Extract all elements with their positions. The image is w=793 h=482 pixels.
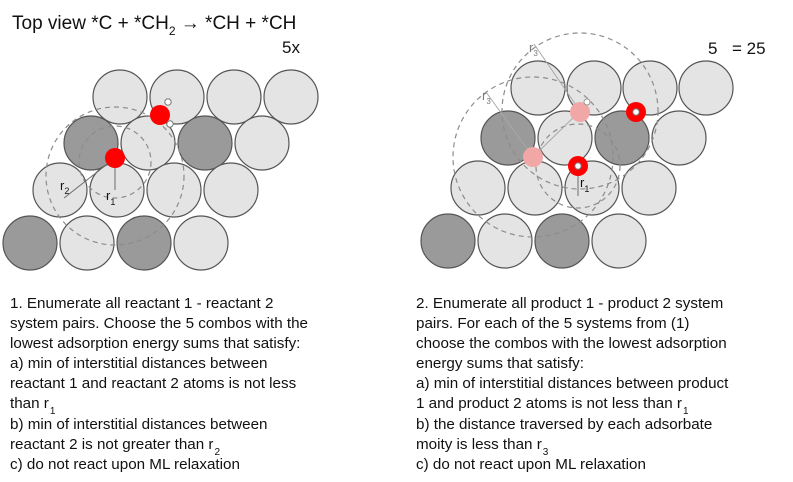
surface-atom: [173, 215, 229, 271]
left-line-9: c) do not react upon ML relaxation: [10, 455, 240, 473]
r3-label-upper: r3: [529, 40, 538, 58]
r1-label: r1: [106, 188, 115, 207]
surface-atom: [146, 162, 202, 218]
adsorbate-faded: [570, 102, 590, 122]
adsorbate-ch2: [150, 105, 170, 125]
hydrogen-atom: [164, 98, 172, 106]
right-multiplier-b: = 25: [732, 39, 766, 58]
right-line-4: energy sums that satisfy:: [416, 355, 584, 373]
hydrogen-atom: [574, 162, 582, 170]
right-line-2: pairs. For each of the 5 systems from (1…: [416, 315, 690, 333]
r3-line-upper: [533, 43, 581, 112]
left-instructions: 1. Enumerate all reactant 1 - reactant 2…: [10, 294, 308, 475]
radius-circle-r2: [45, 106, 185, 246]
radius-circle-r1: [78, 125, 152, 199]
left-line-2: system pairs. Choose the 5 combos with t…: [10, 315, 308, 333]
surface-atom-dark: [2, 215, 58, 271]
r1-label-right: r1: [580, 175, 589, 194]
right-line-6: 1 and product 2 atoms is not less than r…: [416, 395, 689, 418]
surface-atom: [591, 213, 647, 269]
left-line-8: reactant 2 is not greater than r2: [10, 435, 221, 458]
surface-atom: [203, 162, 259, 218]
surface-atom: [621, 160, 677, 216]
r2-label: r2: [60, 178, 69, 196]
radius-circle-r3-large: [452, 76, 614, 238]
right-line-1: 2. Enumerate all product 1 - product 2 s…: [416, 295, 724, 312]
surface-atom-dark: [116, 215, 172, 271]
traverse-line: [532, 110, 581, 158]
right-multiplier-a: 5: [708, 39, 717, 58]
r2-line: [63, 157, 116, 199]
right-line-9: c) do not react upon ML relaxation: [416, 455, 646, 473]
radius-circle-r1-right: [535, 123, 621, 209]
surface-atom: [263, 69, 319, 125]
r3-line-lower: [485, 91, 534, 158]
hydrogen-atom: [166, 120, 174, 128]
surface-atom-dark: [534, 213, 590, 269]
adsorbate-c: [105, 148, 125, 168]
left-surface: [2, 69, 319, 271]
surface-atom: [566, 60, 622, 116]
left-line-6: than r1: [10, 395, 56, 418]
surface-atom: [477, 213, 533, 269]
adsorbate-faded: [523, 147, 543, 167]
figure-title: Top view *C + *CH2 → *CH + *CH: [12, 13, 296, 38]
surface-atom-dark: [177, 115, 233, 171]
hydrogen-atom: [583, 98, 591, 106]
surface-atom: [92, 69, 148, 125]
left-line-3: lowest adsorption energy sums that satis…: [10, 335, 301, 353]
surface-atom: [206, 69, 262, 125]
surface-atom: [450, 160, 506, 216]
left-line-5: reactant 1 and reactant 2 atoms is not l…: [10, 375, 297, 393]
surface-atom-dark: [480, 110, 536, 166]
surface-atom-dark: [420, 213, 476, 269]
surface-atom-dark: [63, 115, 119, 171]
surface-atom: [510, 60, 566, 116]
right-line-3: choose the combos with the lowest adsorp…: [416, 335, 727, 353]
left-line-4: a) min of interstitial distances between: [10, 355, 268, 373]
right-line-7: b) the distance traversed by each adsorb…: [416, 415, 713, 433]
surface-atom: [622, 60, 678, 116]
surface-atom: [678, 60, 734, 116]
left-line-1: 1. Enumerate all reactant 1 - reactant 2: [10, 295, 274, 312]
surface-atom: [507, 160, 563, 216]
radius-circle-r3-upper: [501, 32, 659, 190]
right-line-8: moity is less than r3: [416, 435, 549, 458]
surface-atom: [651, 110, 707, 166]
left-multiplier: 5x: [282, 38, 300, 57]
right-instructions: 2. Enumerate all product 1 - product 2 s…: [416, 294, 728, 475]
right-line-5: a) min of interstitial distances between…: [416, 375, 729, 393]
surface-atom-dark: [594, 110, 650, 166]
surface-atom: [234, 115, 290, 171]
hydrogen-atom: [632, 108, 640, 116]
r3-label-lower: r3: [482, 88, 491, 106]
surface-atom: [59, 215, 115, 271]
left-line-7: b) min of interstitial distances between: [10, 415, 268, 433]
